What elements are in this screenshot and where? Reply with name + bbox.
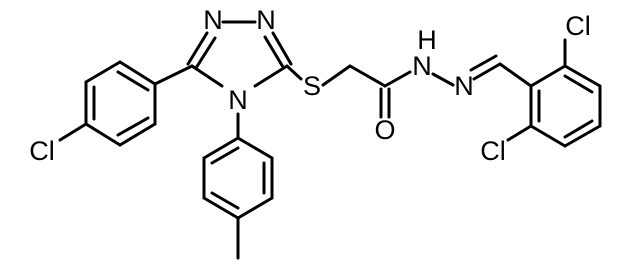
bond	[202, 196, 240, 220]
bond	[472, 62, 502, 81]
bond	[84, 60, 122, 84]
bond	[431, 72, 455, 87]
atom-label-cl: Cl	[480, 136, 506, 166]
bond	[563, 119, 594, 139]
bond	[469, 54, 498, 72]
bond	[194, 36, 217, 70]
bond	[285, 64, 303, 81]
bond	[186, 31, 209, 66]
bond	[253, 64, 289, 88]
atom-label-cl: Cl	[29, 136, 55, 166]
atom-label-n: N	[228, 85, 248, 115]
bond	[563, 124, 602, 148]
atom-label-n: N	[203, 5, 223, 35]
bond	[236, 196, 274, 220]
bond	[383, 70, 412, 88]
bond	[153, 64, 194, 86]
bond	[210, 191, 240, 210]
bond	[116, 70, 150, 92]
bond	[263, 35, 285, 69]
bond	[84, 122, 122, 147]
atom-label-o: O	[374, 115, 395, 145]
bond	[321, 64, 352, 87]
bond	[506, 124, 533, 142]
bond	[116, 116, 150, 137]
atom-label-n: N	[454, 71, 474, 101]
atom-label-s: S	[303, 71, 321, 101]
bond	[118, 122, 157, 147]
bond	[58, 122, 88, 142]
atom-label-n: N	[256, 5, 276, 35]
bond	[236, 136, 274, 160]
bond	[529, 64, 567, 88]
bond	[348, 64, 387, 88]
bond	[563, 64, 602, 88]
atom-label-h: H	[417, 25, 437, 55]
bond	[190, 64, 224, 88]
bond	[498, 62, 533, 88]
bond	[529, 124, 567, 148]
bond	[210, 146, 240, 165]
bond	[271, 31, 293, 66]
bond	[202, 136, 240, 160]
atom-label-n: N	[412, 51, 432, 81]
atom-label-cl: Cl	[565, 11, 591, 41]
bond	[563, 74, 594, 94]
bond	[118, 60, 157, 86]
